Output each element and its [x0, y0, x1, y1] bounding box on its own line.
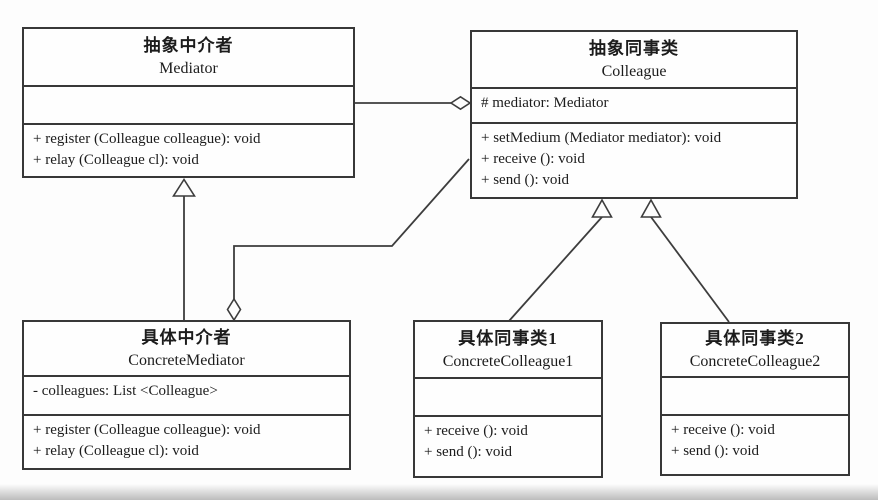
class-box-colleague: 抽象同事类 Colleague # mediator: Mediator + s…: [470, 30, 798, 199]
attribute-mediator: # mediator: Mediator: [481, 95, 609, 111]
class-attributes-empty: [415, 377, 601, 415]
class-methods: + register (Colleague colleague): void +…: [24, 123, 353, 176]
generalization-triangle-icon: [591, 198, 613, 218]
class-attributes-empty: [662, 376, 848, 414]
generalization-concrete-mediator-mediator: [172, 178, 196, 321]
generalization-triangle-icon: [640, 198, 662, 218]
method-set-medium: + setMedium (Mediator mediator): void: [481, 130, 722, 146]
class-name-cn: 具体中介者: [141, 327, 232, 347]
class-box-concrete-colleague-2: 具体同事类2 ConcreteColleague2 + receive (): …: [660, 322, 850, 476]
generalization-triangle-icon: [172, 178, 196, 197]
class-name-en: ConcreteColleague2: [689, 353, 821, 370]
class-box-concrete-mediator: 具体中介者 ConcreteMediator - colleagues: Lis…: [22, 320, 351, 470]
class-title: 抽象中介者 Mediator: [24, 29, 353, 85]
method-receive: + receive (): void: [424, 423, 528, 439]
class-name-cn: 抽象中介者: [143, 36, 234, 55]
class-methods: + setMedium (Mediator mediator): void + …: [472, 122, 796, 197]
class-name-en: Mediator: [159, 60, 218, 77]
class-attributes: - colleagues: List <Colleague>: [24, 375, 349, 414]
generalization-concrete-colleague-2-colleague: [640, 198, 730, 323]
aggregation-concrete-mediator-colleague: [226, 158, 470, 322]
method-send: + send (): void: [671, 443, 760, 459]
class-name-cn: 具体同事类1: [458, 328, 558, 348]
class-name-cn: 抽象同事类: [589, 38, 679, 58]
class-name-cn: 具体同事类2: [705, 329, 805, 348]
class-methods: + register (Colleague colleague): void +…: [24, 414, 349, 468]
class-attributes: # mediator: Mediator: [472, 87, 796, 122]
aggregation-diamond-icon: [226, 297, 242, 322]
method-relay: + relay (Colleague cl): void: [33, 152, 199, 168]
class-title: 具体同事类2 ConcreteColleague2: [662, 324, 848, 376]
class-box-mediator: 抽象中介者 Mediator + register (Colleague col…: [22, 27, 355, 178]
method-receive: + receive (): void: [481, 151, 585, 167]
method-register: + register (Colleague colleague): void: [33, 131, 261, 147]
method-register: + register (Colleague colleague): void: [33, 422, 261, 438]
class-name-en: ConcreteColleague1: [442, 352, 574, 370]
class-title: 具体中介者 ConcreteMediator: [24, 322, 349, 375]
class-attributes-empty: [24, 85, 353, 123]
attribute-colleagues: - colleagues: List <Colleague>: [33, 383, 218, 399]
aggregation-mediator-colleague: [355, 95, 472, 111]
method-send: + send (): void: [481, 172, 570, 188]
class-box-concrete-colleague-1: 具体同事类1 ConcreteColleague1 + receive (): …: [413, 320, 603, 478]
class-title: 具体同事类1 ConcreteColleague1: [415, 322, 601, 377]
class-methods: + receive (): void + send (): void: [662, 414, 848, 474]
aggregation-diamond-icon: [449, 95, 472, 111]
method-relay: + relay (Colleague cl): void: [33, 443, 199, 459]
class-name-en: ConcreteMediator: [128, 351, 245, 369]
method-send: + send (): void: [424, 444, 513, 460]
class-name-en: Colleague: [601, 62, 667, 80]
class-title: 抽象同事类 Colleague: [472, 32, 796, 87]
method-receive: + receive (): void: [671, 422, 775, 438]
class-methods: + receive (): void + send (): void: [415, 415, 601, 476]
generalization-concrete-colleague-1-colleague: [508, 198, 613, 322]
